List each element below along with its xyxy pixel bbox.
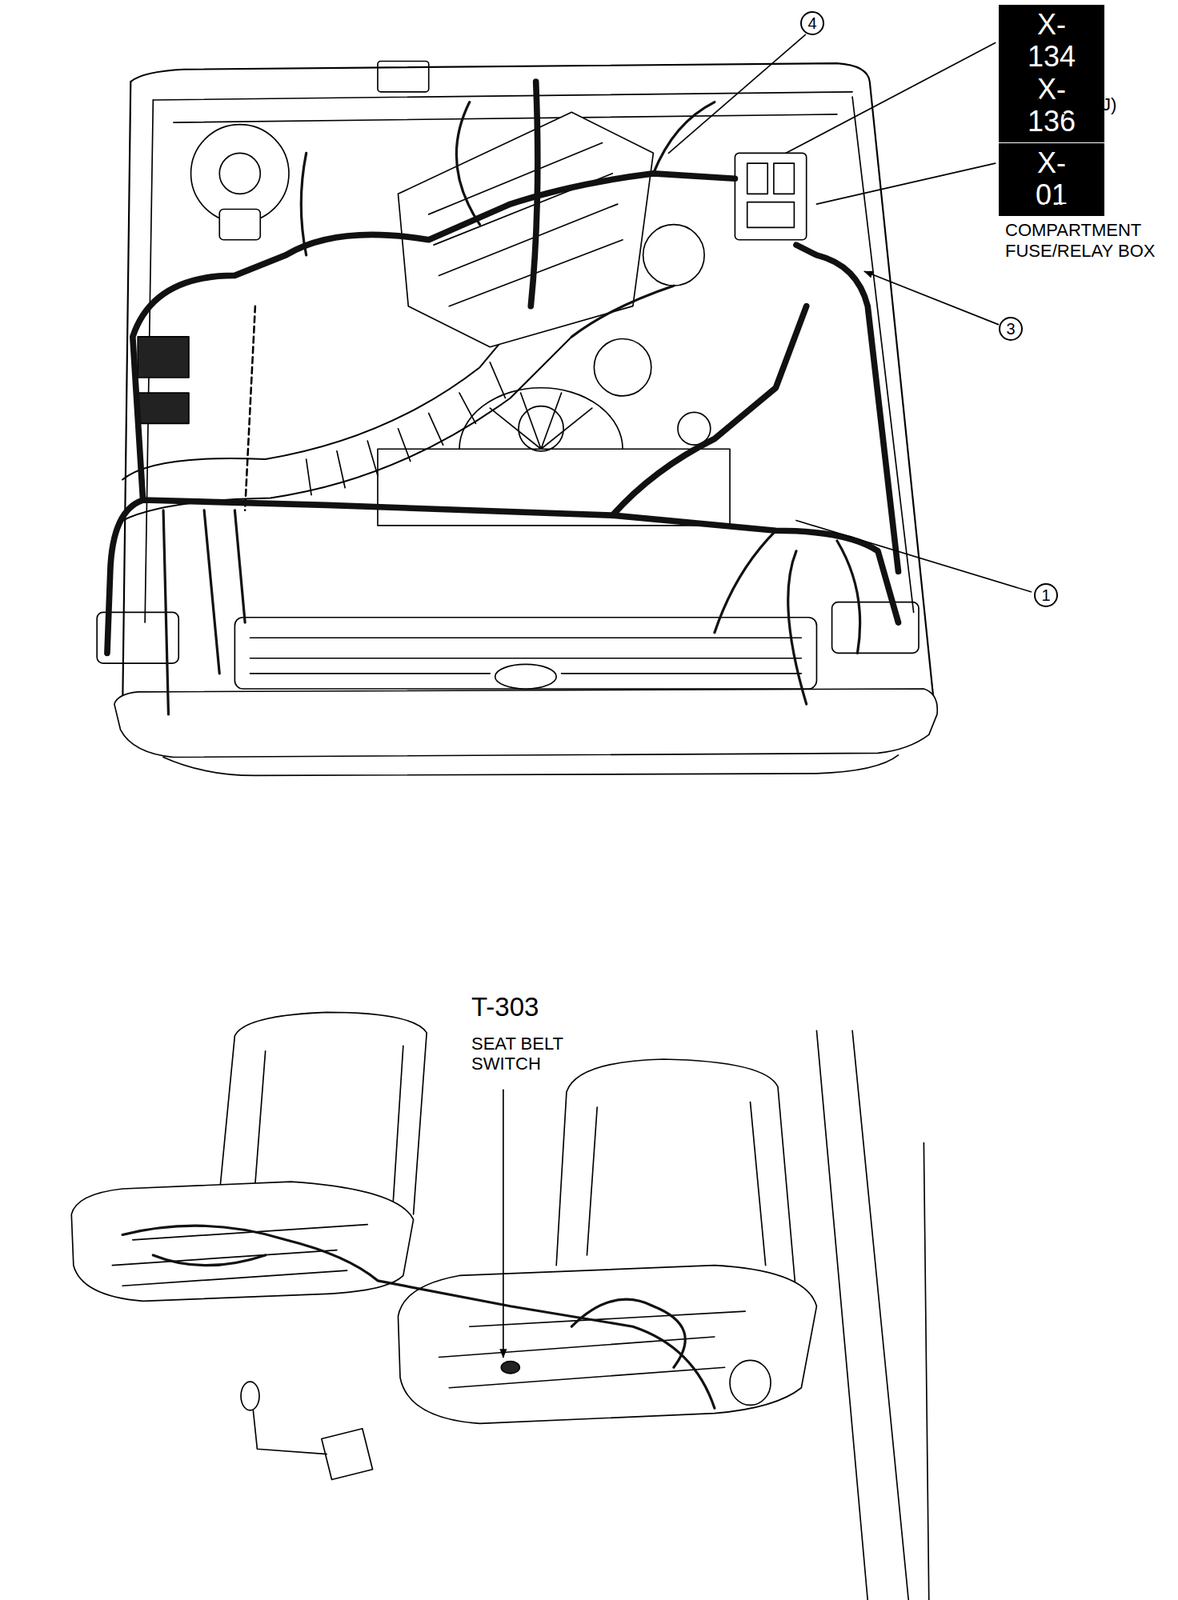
leader-line — [668, 34, 806, 153]
bumper — [114, 689, 938, 758]
component-name: SEAT BELT SWITCH — [471, 1033, 592, 1075]
drawing-group — [71, 34, 1031, 1600]
harness-loom — [244, 306, 256, 511]
air-intake-hose — [122, 336, 572, 521]
option-code: (MA) - (DPHJ) — [1005, 94, 1117, 115]
wires-part — [300, 152, 306, 256]
leader-line — [796, 520, 1031, 593]
seat-wiring-part — [152, 1255, 265, 1267]
callout-number: 4 — [800, 11, 825, 36]
wires-part — [788, 551, 807, 705]
relay — [773, 163, 795, 194]
engine-bay-illustration — [96, 34, 1031, 776]
door-frame — [852, 1030, 909, 1600]
wires-part — [204, 510, 220, 674]
shift-boot — [321, 1429, 373, 1481]
wires-part — [234, 510, 245, 623]
seat-illustration — [71, 1012, 929, 1600]
seat-seam — [255, 1045, 404, 1205]
alternator — [593, 338, 651, 396]
wires-part — [163, 510, 169, 715]
seat-wiring-part — [571, 1299, 686, 1368]
door-frame — [923, 1143, 929, 1600]
seat-frame — [112, 1225, 368, 1287]
cowl-line — [173, 114, 838, 123]
callout-number: 1 — [1033, 583, 1058, 608]
wiring-harness-part — [612, 306, 806, 516]
wires-part — [837, 540, 861, 654]
seat-wiring — [122, 1226, 715, 1409]
leader-line — [816, 163, 995, 205]
wires-part — [714, 530, 777, 634]
ford-oval — [495, 664, 557, 690]
leader-line — [864, 271, 998, 325]
leader-line — [502, 1089, 505, 1358]
wiring-harness-part — [132, 173, 736, 501]
body-outline — [122, 63, 934, 715]
seat-motor — [729, 1360, 771, 1406]
shift-knob — [240, 1382, 260, 1411]
seat-cushion — [71, 1182, 413, 1302]
brake-booster — [191, 124, 289, 223]
connector-code-box: X-134 X-136 — [998, 4, 1105, 143]
node-text: X-134 X-136 — [1027, 8, 1076, 138]
reservoir — [377, 61, 429, 93]
fuse-block — [747, 202, 795, 229]
seat-cushion — [397, 1266, 817, 1425]
pulley — [518, 406, 564, 452]
grille — [234, 617, 817, 690]
wiring-harness-part — [530, 81, 538, 307]
module — [137, 336, 189, 378]
seat-back — [556, 1059, 797, 1297]
component-name: ENGINE COMPARTMENT FUSE/RELAY BOX — [1005, 200, 1158, 261]
master-cylinder — [219, 208, 261, 240]
fan-shroud — [459, 388, 623, 450]
wiring-harness-part — [796, 244, 899, 572]
fender-line — [852, 96, 914, 613]
relay — [747, 163, 769, 194]
seat-wiring-part — [122, 1226, 715, 1409]
brake-booster — [219, 152, 261, 194]
shift-lever — [252, 1410, 327, 1455]
seat-belt-switch — [500, 1362, 520, 1375]
node-text: 4 — [807, 15, 817, 32]
connector-id: T-303 — [471, 992, 539, 1023]
wires-part — [456, 102, 480, 225]
throttle-body — [643, 224, 706, 287]
door-frame — [816, 1030, 868, 1600]
seat-seam — [586, 1102, 766, 1267]
cowl-line — [152, 92, 853, 101]
wiring-harness-part — [107, 500, 899, 654]
headlight — [832, 602, 919, 654]
module — [137, 392, 189, 424]
wires — [163, 102, 861, 715]
wires-part — [571, 285, 674, 337]
node-text: 3 — [1005, 320, 1015, 337]
wiring-harness — [107, 81, 899, 654]
node-text: 1 — [1041, 587, 1050, 604]
callout-number: 3 — [998, 316, 1023, 341]
intake-manifold — [397, 112, 654, 347]
fuse-relay-box — [734, 152, 806, 240]
hose-ribs — [306, 362, 506, 496]
wires-part — [653, 102, 715, 174]
leader-line — [785, 43, 995, 154]
bumper-line — [163, 755, 898, 777]
